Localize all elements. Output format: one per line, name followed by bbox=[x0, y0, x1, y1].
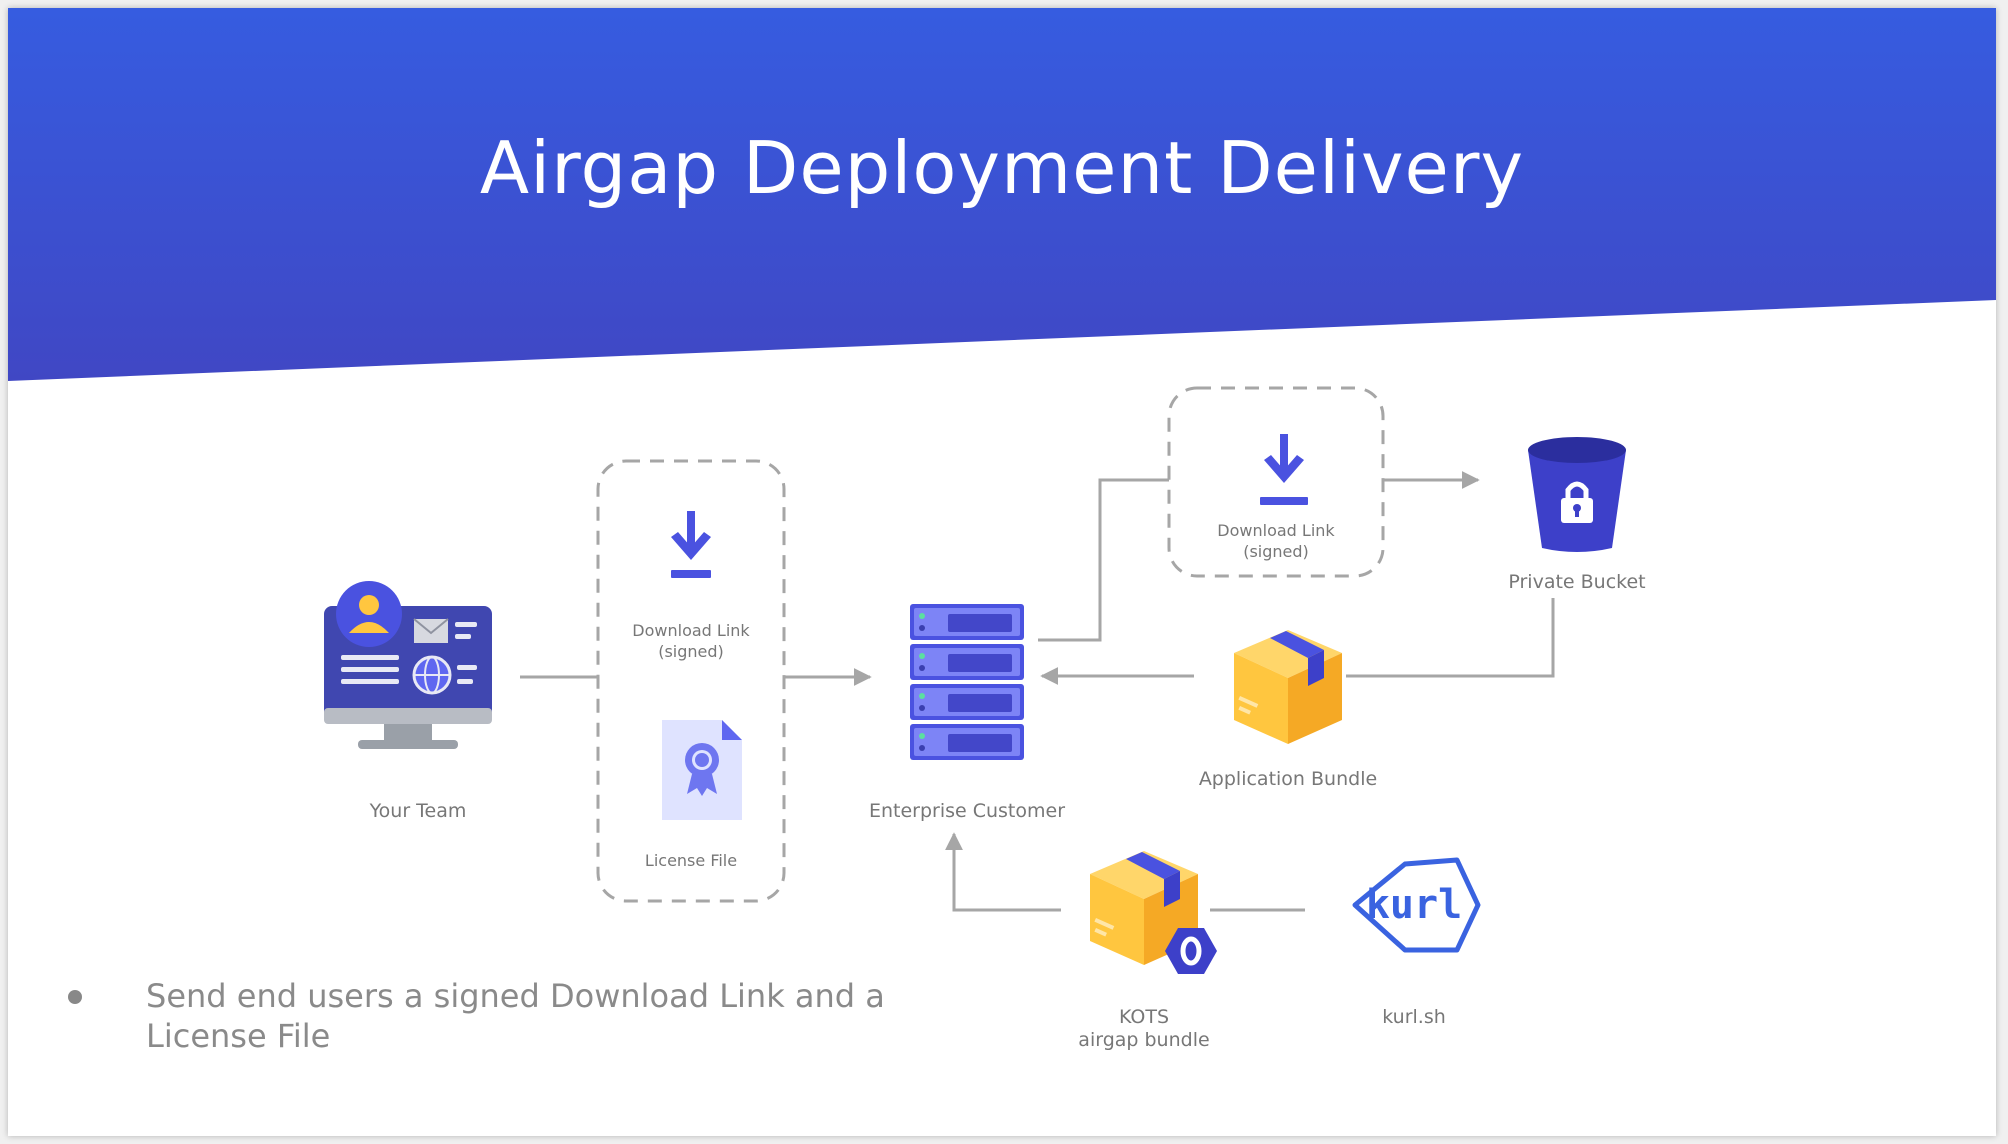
kots-bundle-label: KOTS airgap bundle bbox=[1064, 1006, 1224, 1052]
download-license-group bbox=[596, 459, 786, 903]
kurl-label: kurl.sh bbox=[1382, 1006, 1446, 1028]
bullet-dot bbox=[68, 990, 82, 1004]
kurl-logo-text: kurl bbox=[1366, 882, 1462, 928]
your-team-label: Your Team bbox=[369, 800, 467, 822]
slide: kurl Airgap Deployment Delivery Your Tea… bbox=[8, 8, 1996, 1136]
download-link-left-line2: (signed) bbox=[658, 642, 724, 661]
kots-to-customer-arrow bbox=[945, 832, 1061, 912]
diagram-canvas: kurl bbox=[8, 8, 1996, 974]
download-link-top-line2: (signed) bbox=[1243, 542, 1309, 561]
package-box-hexagon-icon bbox=[1090, 851, 1217, 974]
download-link-top-group bbox=[1167, 386, 1385, 578]
customer-to-download-line bbox=[1038, 478, 1169, 642]
locked-bucket-icon bbox=[1528, 437, 1626, 552]
download-link-top-label: Download Link (signed) bbox=[1196, 520, 1356, 562]
slide-title: Airgap Deployment Delivery bbox=[479, 126, 1525, 210]
license-file-label: License File bbox=[644, 851, 738, 870]
package-box-icon bbox=[1234, 630, 1342, 744]
download-link-top-line1: Download Link bbox=[1217, 521, 1335, 540]
download-link-left-label: Download Link (signed) bbox=[611, 620, 771, 662]
server-rack-icon bbox=[910, 604, 1024, 760]
download-icon-left bbox=[671, 511, 711, 578]
download-icon-top bbox=[1260, 434, 1308, 505]
header-band bbox=[8, 8, 1996, 381]
kurl-hexagon-logo: kurl bbox=[1352, 857, 1481, 953]
application-bundle-label: Application Bundle bbox=[1198, 768, 1378, 790]
bucket-to-bundle-line bbox=[1346, 598, 1555, 678]
license-certificate-icon bbox=[662, 720, 742, 820]
download-link-left-line1: Download Link bbox=[632, 621, 750, 640]
bullet-text: Send end users a signed Download Link an… bbox=[146, 977, 885, 1055]
private-bucket-label: Private Bucket bbox=[1508, 571, 1646, 593]
computer-profile-icon bbox=[324, 581, 492, 749]
kots-bundle-line1: KOTS bbox=[1118, 1006, 1170, 1028]
enterprise-customer-label: Enterprise Customer bbox=[868, 800, 1066, 822]
connectors bbox=[520, 471, 1555, 912]
kots-bundle-line2: airgap bundle bbox=[1078, 1029, 1210, 1051]
